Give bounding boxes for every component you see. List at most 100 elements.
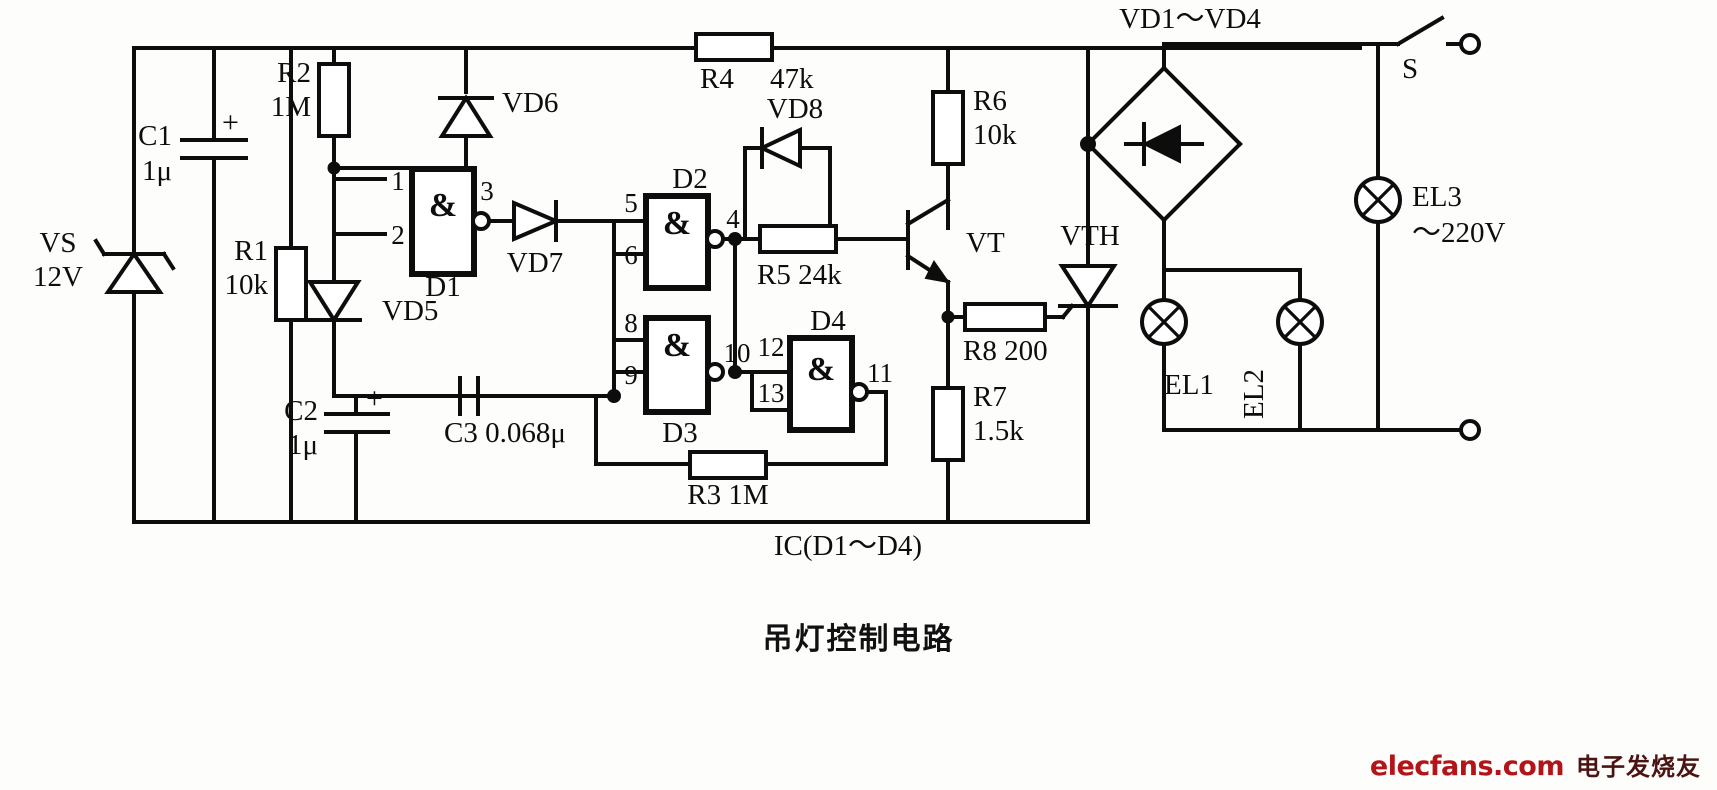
c1-value-label: 1μ [142, 155, 172, 187]
d4-pin-11-label: 11 [867, 358, 893, 388]
gate-input-bus [607, 219, 648, 403]
el2-cross-b [1282, 304, 1318, 340]
d4-out-to-r3 [764, 390, 888, 466]
component-vd5: VD5 [306, 280, 438, 327]
el1-ref-label: EL1 [1164, 369, 1214, 401]
r4-value-label: 47k [770, 63, 814, 95]
r7-ref-label: R7 [973, 381, 1007, 413]
r1-value-label: 10k [225, 269, 269, 301]
d4-output-bubble [849, 382, 869, 402]
node-vt-emitter [941, 310, 955, 324]
component-vs-zener: VS 12V [33, 46, 176, 524]
gate-d2: & 5 6 4 D2 [624, 163, 740, 291]
c1-ref-label: C1 [138, 120, 172, 152]
c2-value-label: 1μ [288, 429, 318, 461]
vd7-triangle [512, 199, 562, 243]
component-vth: VTH [1058, 46, 1120, 524]
d1-ref-label: D1 [425, 271, 460, 303]
component-c2: + C2 1μ [284, 382, 390, 524]
el1-cross-b [1146, 304, 1182, 340]
zener-bar-bend-right [161, 251, 176, 271]
vd5-ref-label: VD5 [382, 295, 438, 327]
d3-ref-label: D3 [662, 417, 697, 449]
component-r5: R5 24k [721, 224, 900, 374]
component-switch-s[interactable]: S [1376, 15, 1481, 85]
d3-symbol: & [663, 327, 691, 364]
vd8-triangle [757, 126, 802, 170]
d2-body [643, 193, 711, 291]
d2-pin-5-label: 5 [624, 188, 638, 218]
r1-ref-label: R1 [234, 235, 268, 267]
component-c1: + C1 1μ [138, 46, 248, 524]
junction-dots [327, 161, 341, 175]
vs-ref-label: VS [39, 227, 76, 259]
el3-cross-b [1360, 182, 1396, 218]
component-bridge-rectifier: VD1～VD4 [1085, 3, 1380, 272]
el3-ref-label: EL3 [1412, 181, 1462, 213]
component-vd8: VD8 [743, 93, 832, 241]
d1-body [409, 166, 477, 277]
d2-ref-label: D2 [672, 163, 707, 195]
zener-triangle [104, 250, 164, 294]
r8-body [963, 302, 1047, 332]
component-r6: R6 10k [931, 46, 1017, 230]
component-el1: EL1 [1140, 268, 1214, 432]
watermark: elecfans.com 电子发烧友 [1370, 747, 1701, 782]
r2-body [317, 62, 351, 138]
component-el3: EL3 ～220V [1354, 42, 1506, 441]
d2-output-bubble [705, 229, 725, 249]
r5-body [758, 224, 838, 254]
d2-pin-4-label: 4 [726, 204, 740, 234]
component-vd7: VD7 [487, 199, 616, 279]
bridge-edge-tr [1161, 65, 1243, 147]
r3-body [688, 450, 768, 480]
d4-ref-label: D4 [810, 305, 846, 337]
gate-d1: & 1 2 3 D1 [391, 166, 494, 303]
c2-ref-label: C2 [284, 395, 318, 427]
mains-terminal-bottom [1459, 419, 1481, 441]
r7-body [931, 386, 965, 462]
component-vt: VT [896, 162, 1005, 390]
d4-body [787, 335, 855, 433]
vt-ref-label: VT [966, 227, 1005, 259]
vth-gate-lead [1060, 303, 1075, 320]
c1-polarity-label: + [222, 106, 239, 139]
r2-ref-label: R2 [277, 57, 311, 89]
gate-d4: & 12 13 11 D4 [728, 305, 893, 466]
bridge-edge-br [1161, 141, 1243, 223]
r3-label: R3 1M [687, 479, 768, 511]
el2-ref-label: EL2 [1238, 369, 1270, 419]
r4-body [694, 32, 774, 62]
d4-pin-13-label: 13 [758, 378, 785, 408]
d1-pin-1-label: 1 [391, 166, 405, 196]
bridge-ref-label: VD1～VD4 [1119, 3, 1261, 35]
bridge-edge-tl [1085, 65, 1167, 147]
d4-symbol: & [807, 351, 835, 388]
d1-output-bubble [471, 211, 491, 231]
watermark-latin: elecfans.com [1369, 751, 1565, 782]
r5-label: R5 24k [757, 259, 842, 291]
r6-body [931, 90, 965, 166]
vd5-triangle [306, 280, 362, 324]
vth-ref-label: VTH [1060, 220, 1120, 252]
component-vd6: VD6 [332, 46, 558, 170]
vd7-ref-label: VD7 [507, 247, 563, 279]
component-r2: R2 1M [271, 46, 351, 170]
ic-label: IC(D1～D4) [774, 530, 922, 562]
vth-triangle [1058, 264, 1118, 310]
component-c3: C3 0.068μ [354, 376, 616, 449]
r8-label: R8 200 [963, 335, 1048, 367]
switch-blade[interactable] [1395, 15, 1445, 47]
bridge-inner-diode-triangle [1141, 124, 1181, 164]
gate-d3: & 8 9 10 D3 [624, 308, 750, 449]
component-el2: EL2 [1162, 268, 1465, 432]
component-r3: R3 1M [594, 394, 769, 511]
d3-output-bubble [705, 362, 725, 382]
component-r1: R1 10k [225, 46, 308, 524]
bridge-edge-bl [1085, 141, 1167, 223]
r4-ref-label: R4 [700, 63, 734, 95]
component-r7: R7 1.5k [931, 381, 1024, 524]
component-r4: R4 47k [694, 32, 814, 95]
c2-polarity-label: + [366, 382, 383, 415]
